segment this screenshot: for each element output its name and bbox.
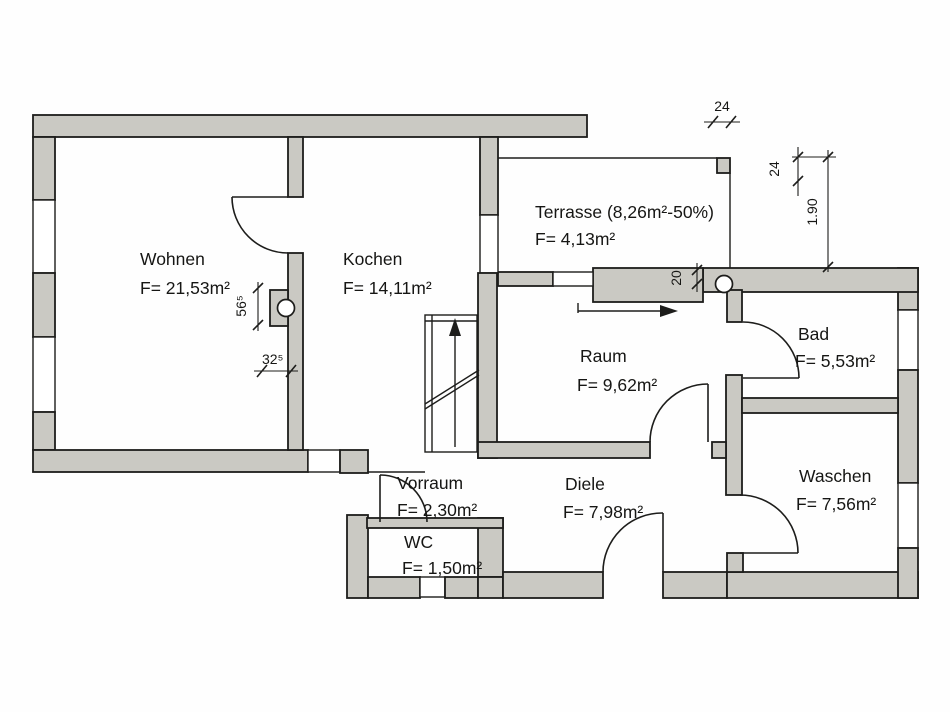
window-west-1 — [32, 199, 56, 274]
window-bad — [897, 309, 919, 371]
wall-west-upper — [32, 136, 56, 201]
room-area: F= 7,98m² — [563, 502, 643, 522]
room-area: F= 14,11m² — [343, 278, 432, 298]
wall-kochen-raum — [477, 272, 498, 459]
raum-arrowhead-icon — [660, 305, 678, 317]
door-raum-diele — [649, 383, 709, 443]
room-area: F= 4,13m² — [535, 229, 615, 249]
doors — [231, 196, 800, 573]
room-name: Diele — [565, 474, 605, 494]
walls — [32, 114, 919, 599]
door-wohnen-kochen — [231, 196, 289, 254]
wall-south-diele-b — [662, 571, 728, 599]
wall-bad-waschen — [741, 397, 899, 414]
wall-south-wc-a — [367, 576, 421, 599]
room-area: F= 21,53m² — [140, 278, 230, 298]
room-label-vorraum: Vorraum F= 2,30m² — [397, 473, 477, 520]
dim-pillar-width: 24 — [714, 98, 730, 114]
wall-raum-bad-stub — [726, 289, 743, 323]
wall-wohnen-kochen-lower — [287, 252, 304, 451]
stair-break-line-1 — [424, 374, 480, 410]
door-diele-entrance — [602, 512, 664, 573]
wall-kochen-terrasse — [479, 136, 499, 216]
room-name: Vorraum — [397, 473, 463, 493]
room-name: Waschen — [799, 466, 871, 486]
wall-west-lower — [32, 411, 56, 451]
wall-entry-west — [346, 514, 369, 599]
wall-north — [32, 114, 588, 138]
room-label-terrasse: Terrasse (8,26m²-50%) F= 4,13m² — [535, 202, 714, 249]
terrace-pillar — [716, 157, 731, 174]
stair-up-arrow-icon — [449, 318, 461, 336]
room-label-raum: Raum F= 9,62m² — [577, 346, 657, 395]
dim-pillar-height: 24 — [766, 161, 782, 177]
wall-wc-east-base — [477, 576, 504, 599]
dim-chimney-width: 32⁵ — [262, 351, 283, 367]
dim-terrace-depth: 1.90 — [804, 198, 820, 225]
dim-chimney-height: 56⁵ — [233, 295, 249, 316]
wall-wc-north — [366, 517, 504, 529]
window-kochen-terrasse — [479, 214, 499, 274]
wall-south-west-a — [32, 449, 309, 473]
room-labels: Wohnen F= 21,53m² Kochen F= 14,11m² Terr… — [140, 202, 876, 578]
raum-entry-arrow — [577, 303, 678, 317]
wall-south-diele-a — [502, 571, 604, 599]
room-label-waschen: Waschen F= 7,56m² — [796, 466, 876, 514]
window-raum-terrasse — [552, 271, 594, 287]
wall-wohnen-kochen-upper — [287, 136, 304, 198]
wall-south-waschen — [726, 571, 919, 599]
window-south-wc — [419, 576, 446, 598]
staircase — [424, 314, 480, 453]
chimney-flue-west — [276, 298, 296, 318]
room-area: F= 1,50m² — [402, 558, 482, 578]
wall-raum-south — [477, 441, 651, 459]
stair-break-line-2 — [424, 369, 480, 405]
room-area: F= 7,56m² — [796, 494, 876, 514]
room-area: F= 2,30m² — [397, 500, 477, 520]
wall-waschen-stub — [726, 552, 744, 573]
wall-west-mid — [32, 272, 56, 338]
window-waschen — [897, 482, 919, 549]
dimension-annotations: 24 24 1.90 20 56⁵ 32⁵ — [233, 98, 836, 378]
wall-raum-north-stub — [497, 271, 554, 287]
wall-diele-stub — [711, 441, 727, 459]
room-area: F= 9,62m² — [577, 375, 657, 395]
stair-outline — [424, 314, 478, 453]
window-south-kochen — [307, 449, 341, 473]
room-label-kochen: Kochen F= 14,11m² — [343, 249, 432, 298]
wall-eastwing-north-step — [592, 267, 704, 303]
room-name: Bad — [798, 324, 829, 344]
wall-raum-waschen — [725, 374, 743, 496]
window-west-2 — [32, 336, 56, 413]
room-name: WC — [404, 532, 433, 552]
wall-south-west-b — [339, 449, 369, 474]
wall-east-mid — [897, 369, 919, 484]
door-waschen — [739, 494, 799, 554]
wall-eastwing-north — [702, 267, 919, 293]
room-name: Kochen — [343, 249, 402, 269]
room-name: Raum — [580, 346, 627, 366]
room-label-wohnen: Wohnen F= 21,53m² — [140, 249, 230, 298]
wall-south-wc-b — [444, 576, 479, 599]
room-name: Wohnen — [140, 249, 205, 269]
door-entrance-vorraum — [379, 474, 428, 523]
room-name: Terrasse (8,26m²-50%) — [535, 202, 714, 222]
terrace-outline — [498, 157, 731, 268]
dim-wall-step: 20 — [668, 270, 684, 286]
chimney-flue-east — [714, 274, 734, 294]
door-bad — [742, 321, 800, 379]
room-area: F= 5,53m² — [795, 351, 875, 371]
room-label-bad: Bad F= 5,53m² — [795, 324, 875, 371]
wall-east-lower — [897, 547, 919, 599]
room-label-diele: Diele F= 7,98m² — [563, 474, 643, 522]
room-label-wc: WC F= 1,50m² — [402, 532, 482, 578]
